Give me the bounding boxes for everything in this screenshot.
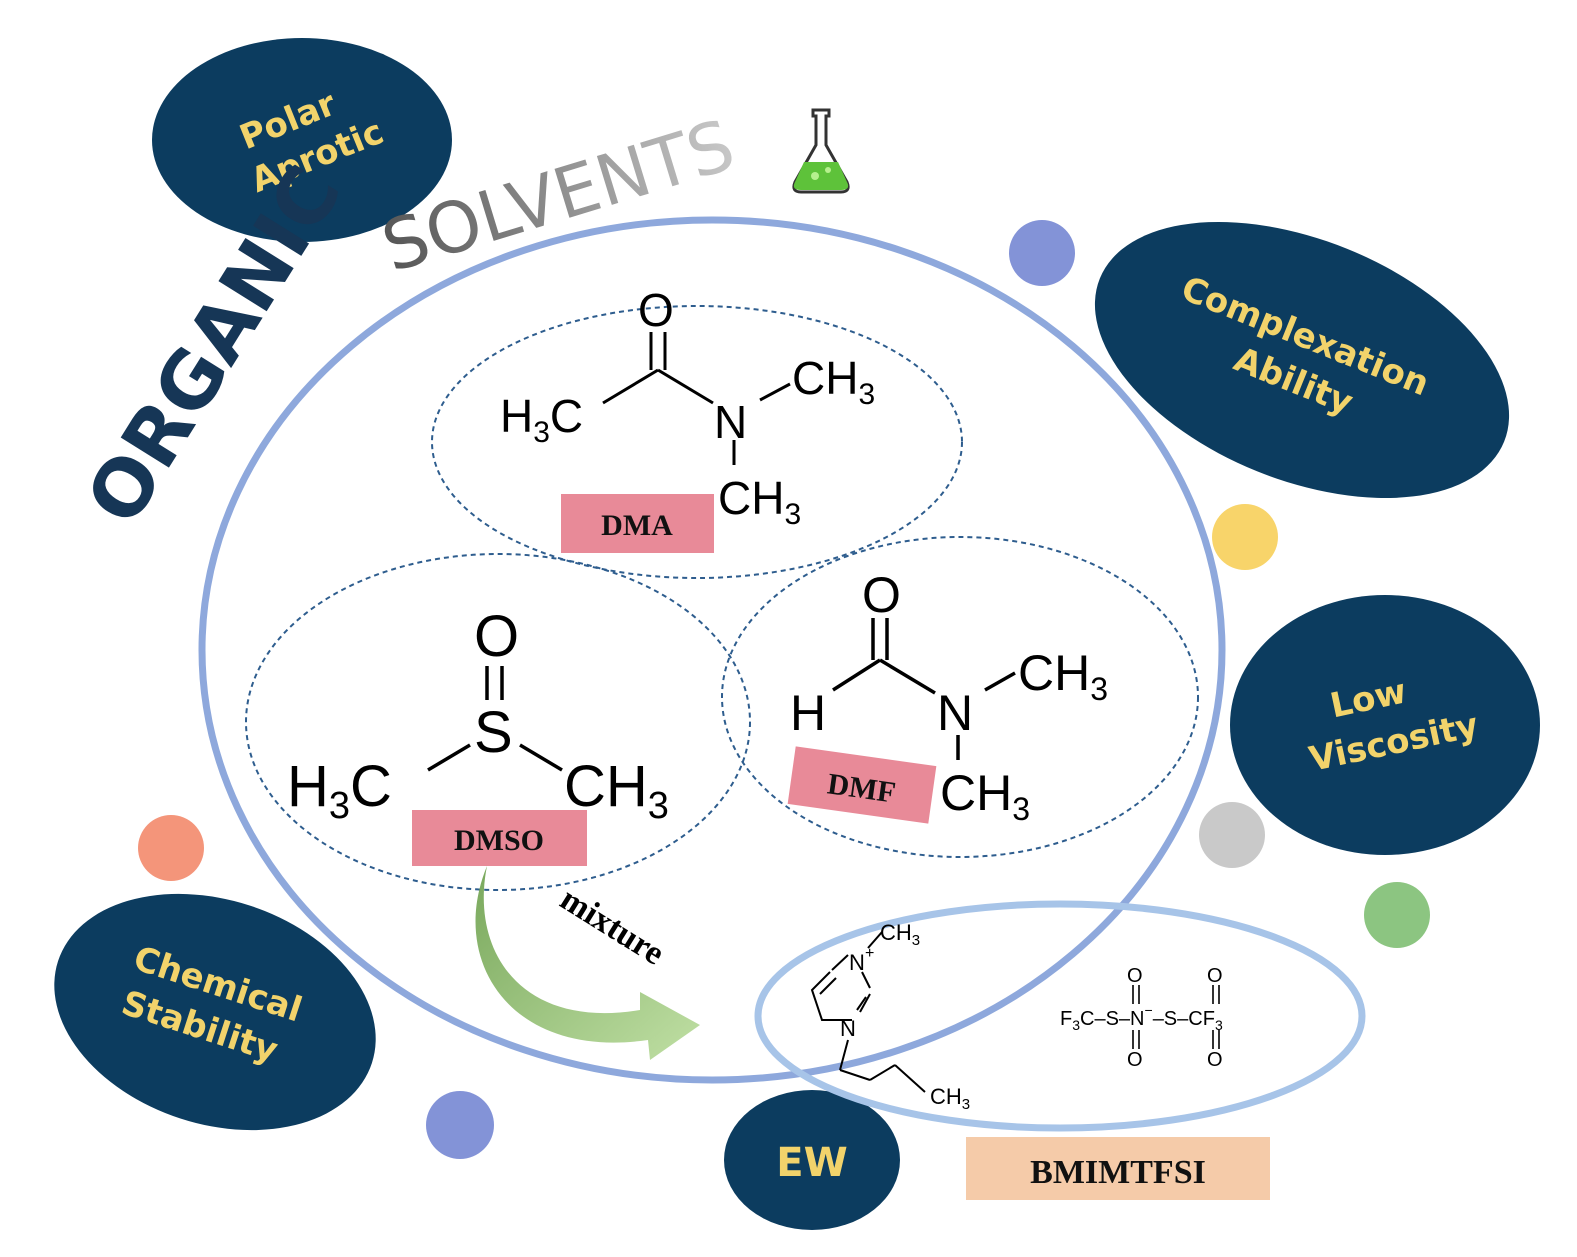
pill-low-viscosity: Low Viscosity [1230, 595, 1540, 855]
bmim-ch3-top: CH3 [880, 920, 920, 949]
dma-circle [431, 305, 963, 579]
tfsi-anion-structure: O O O O F3C–S–N−–S–CF3 [1060, 965, 1223, 1071]
tfsi-o3: O [1127, 1049, 1143, 1071]
dmso-atom-o: O [474, 604, 519, 669]
solvent-circle [198, 216, 1226, 1084]
bmim-plus: + [865, 945, 874, 962]
bmimtfsi-label: BMIMTFSI [966, 1137, 1270, 1200]
pill-ew: EW [724, 1090, 900, 1230]
dma-atom-n: N [714, 396, 747, 448]
mixture-label: mixture [554, 880, 671, 972]
dmf-circle [721, 536, 1199, 858]
svg-text:BMIMTFSI: BMIMTFSI [1030, 1154, 1206, 1191]
dmf-atom-h: H [790, 685, 826, 741]
bmim-cation-atoms: N + N CH3 CH3 [840, 920, 970, 1113]
dmf-label: DMF [787, 746, 937, 824]
bmim-atom-n: N [840, 1016, 856, 1041]
ionic-liquid-circle [754, 900, 1366, 1132]
dmso-atom-s: S [474, 700, 513, 765]
decor-dot-green [1364, 882, 1430, 948]
bmim-ch3-bottom: CH3 [930, 1084, 970, 1113]
dma-atom-o: O [638, 284, 674, 336]
dmso-atoms: O S H3C CH3 [287, 604, 669, 827]
dma-atom-ch3-top: CH3 [792, 352, 875, 411]
dmf-atom-o: O [862, 567, 901, 623]
pill-chemical-stability: Chemical Stability [54, 893, 376, 1131]
dmf-atom-ch3-top: CH3 [1018, 645, 1108, 707]
dma-structure [602, 332, 791, 465]
dma-atom-ch3-bottom: CH3 [718, 472, 801, 531]
tfsi-o1: O [1127, 965, 1143, 987]
tfsi-o4: O [1207, 1049, 1223, 1071]
mixture-arrow [475, 866, 700, 1060]
dmf-structure [832, 618, 1016, 760]
tfsi-chain: F3C–S–N−–S–CF3 [1060, 1002, 1223, 1033]
decor-dot-gray [1199, 802, 1265, 868]
tfsi-o2: O [1207, 965, 1223, 987]
dma-atom-h3c: H3C [500, 390, 583, 449]
flask-icon [792, 108, 850, 194]
bmim-cation-structure [810, 931, 926, 1093]
decor-dot-yellow [1212, 504, 1278, 570]
decor-dot-blue-bottom [426, 1091, 494, 1159]
bmim-atom-nplus: N [849, 950, 865, 975]
dmf-atom-n: N [937, 685, 973, 741]
dmso-circle [245, 553, 751, 891]
dma-label: DMA [561, 494, 714, 553]
decor-dot-blue-top [1009, 220, 1075, 286]
dmso-label: DMSO [412, 810, 587, 866]
svg-text:DMSO: DMSO [454, 824, 544, 857]
pill-polar-aprotic: Polar Aprotic [152, 38, 452, 242]
decor-dot-orange [138, 815, 204, 881]
svg-text:DMA: DMA [601, 509, 673, 542]
dmf-atom-ch3-bottom: CH3 [940, 765, 1030, 827]
dmso-atom-h3c: H3C [287, 754, 392, 827]
pill-ew-text: EW [776, 1140, 847, 1186]
pill-complexation-ability: Complexation Ability [1094, 221, 1510, 499]
dmso-structure [427, 666, 563, 772]
